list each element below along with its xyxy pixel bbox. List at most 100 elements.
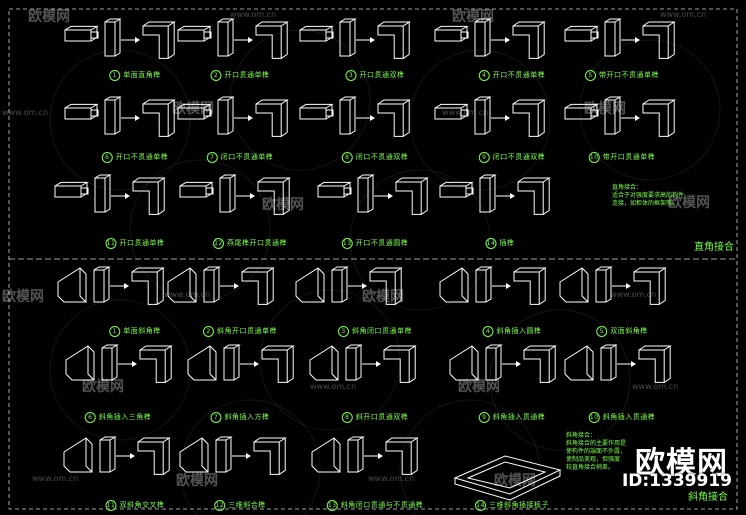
tenon [590,31,599,39]
miter-note: 斜角接合： 斜角接合的主要作用是 使构件的端面不外露， 使制品美观，但强度 较直… [566,432,626,472]
arrow-head [505,37,510,43]
assembled-joint [131,267,165,305]
wood-block [93,266,111,303]
tenon [90,31,99,39]
wood-block [219,174,237,213]
caption-number: 9 [478,152,490,163]
caption-text: 斜开口贯通双榫 [355,413,409,421]
wood-block [434,103,469,120]
assembled-joint [633,267,667,305]
caption-text: 开口不贯通单榫 [115,153,169,161]
watermark-text: 欧模网 [584,101,626,117]
caption-text: 斜角插入贯通榫 [602,413,656,421]
section-title-miter: 斜角接合 [688,492,728,503]
wood-block [474,18,492,57]
caption-number: 3 [345,70,357,81]
assembled-joint [139,345,173,383]
watermark-text: 欧模网 [362,289,404,305]
miter-piece [63,437,93,473]
caption-text: 斜角开口贯通单榫 [217,327,277,335]
watermark-text: 欧模网 [172,101,214,117]
wood-block [54,181,89,198]
watermark-circle [579,39,721,181]
watermark-url: www.om.cn [660,10,707,19]
wood-block [94,174,112,213]
caption-text: 斜角闭口贯通单榫 [352,327,412,335]
wood-block [339,96,357,135]
caption-number: 5 [596,326,608,337]
picture-frame [453,455,562,501]
tenon [205,187,214,195]
wood-block [331,266,349,303]
caption-text: 闭口不贯通双榫 [492,153,546,161]
arrow-head [250,193,255,199]
wood-block [564,103,599,120]
watermark-text: 欧模网 [458,379,500,395]
caption-number: 2 [210,70,222,81]
arrow-head [135,37,140,43]
assembled-joint [142,21,176,59]
assembled-joint [523,345,557,383]
assembled-joint [513,267,547,305]
arrow-head [378,453,383,459]
watermark-url: www.om.cn [164,290,211,299]
caption-number: 11 [105,500,117,511]
wood-block [339,18,357,57]
wood-block [223,344,241,381]
arrow-head [246,453,251,459]
miter-piece [449,345,479,381]
wood-block [217,96,235,135]
caption-text: 开口不贯通单榫 [492,71,546,79]
assembled-joint [142,99,176,137]
arrow-head [132,361,137,367]
arrow-head [248,37,253,43]
note-line: 使构件的端面不外露， [566,448,627,455]
caption-text: 斜角插入圆榫 [496,327,542,335]
caption-number: 9 [478,412,490,423]
caption-text: 闭口不贯通双榫 [355,153,409,161]
arrow-head [510,193,515,199]
watermark-text: 欧模网 [452,9,494,25]
arrow-head [248,115,253,121]
caption-number: 12 [214,500,226,511]
miter-piece [179,437,209,473]
tenon [325,109,334,117]
caption-number: 1 [109,326,121,337]
wood-block [439,181,474,198]
assembled-joint [395,177,429,215]
tenon [343,187,352,195]
tenon [460,109,469,117]
caption-text: 开口贯通单榫 [224,71,270,79]
right-angle-note: 直角接合： 适合于对强度要求高的构件 连接，如柜体的框架等。 [612,184,684,208]
arrow-head [516,361,521,367]
miter-piece [439,267,469,303]
arrow-head [635,37,640,43]
caption-number: 5 [585,70,596,81]
wood-block [485,344,503,381]
arrow-head [505,115,510,121]
assembled-joint [369,267,403,305]
caption-number: 10 [588,412,600,423]
wood-block [317,181,352,198]
caption-number: 13 [326,500,338,511]
wood-block [434,25,469,42]
arrow-head [254,361,259,367]
assembled-joint [642,21,676,59]
wood-block [215,436,233,473]
brand-id: ID:1339919 [621,471,732,491]
miter-piece [57,267,87,303]
miter-piece [309,345,339,381]
tenon [80,187,89,195]
